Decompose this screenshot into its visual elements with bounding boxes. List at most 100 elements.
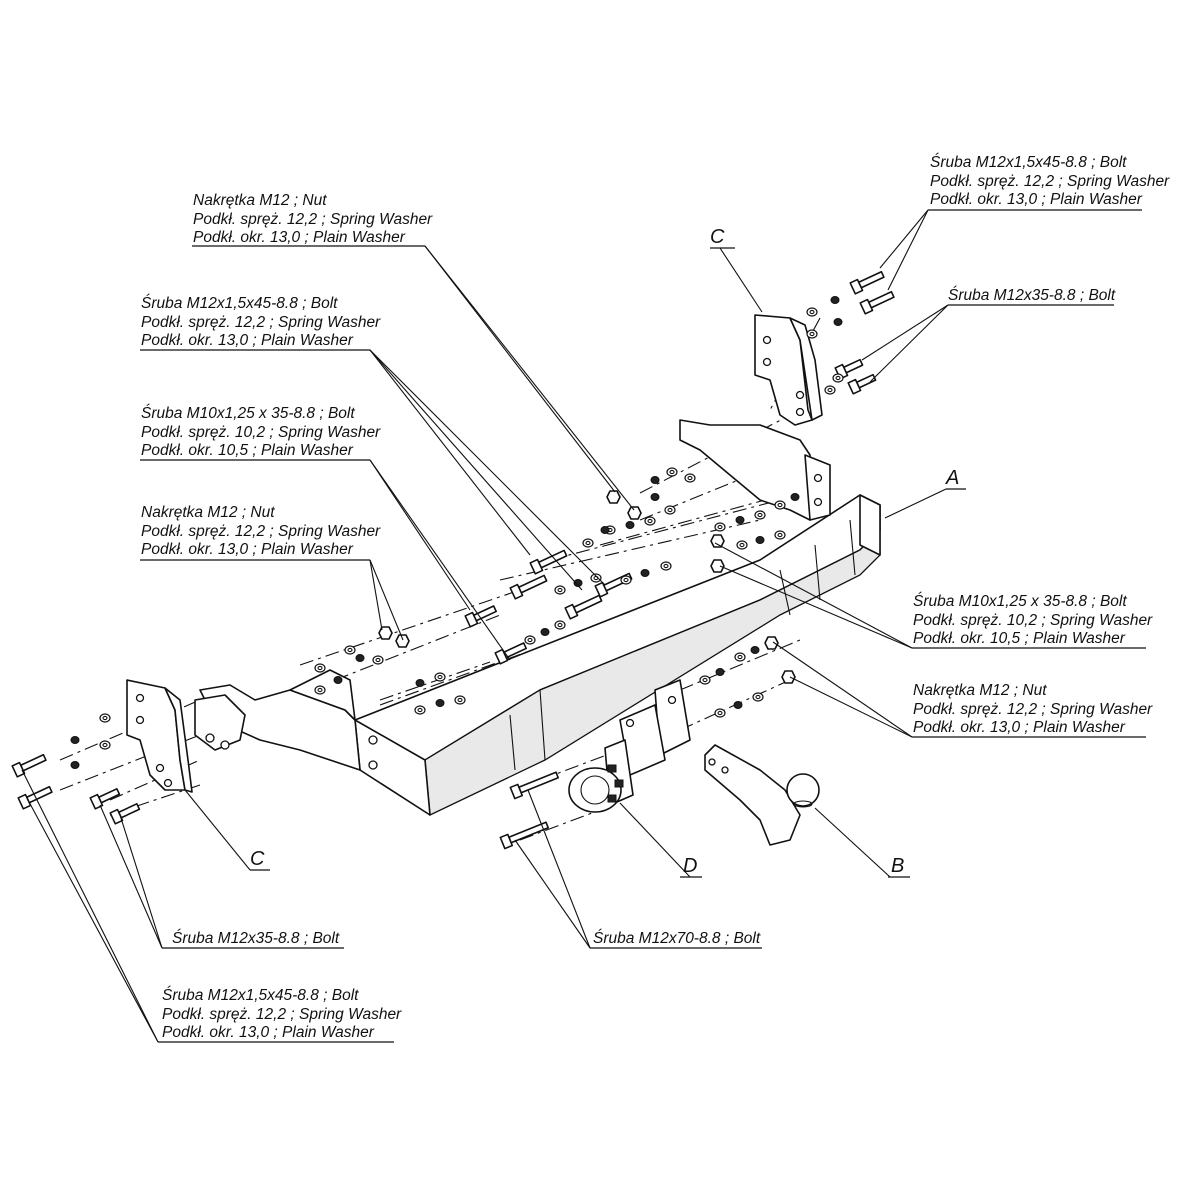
label-line: Nakrętka M12 ; Nut <box>141 504 275 521</box>
bolt-head <box>847 378 862 395</box>
nut <box>781 670 796 684</box>
label-line: Podkł. spręż. 12,2 ; Spring Washer <box>913 700 1153 718</box>
washer-hole <box>737 654 743 660</box>
plain-washer <box>554 620 566 630</box>
washer-hole <box>777 532 783 538</box>
washer-hole <box>557 622 563 628</box>
plain-washer <box>832 373 844 383</box>
leader-lines <box>21 209 1146 1043</box>
washer-hole <box>717 524 723 530</box>
spring-washer <box>640 569 650 577</box>
bolt-head <box>564 603 579 620</box>
plain-washer <box>754 510 766 520</box>
plain-washer <box>660 561 672 571</box>
label-line: Podkł. okr. 13,0 ; Plain Washer <box>913 719 1125 736</box>
label-line: Podkł. okr. 10,5 ; Plain Washer <box>913 630 1125 647</box>
washer-hole <box>437 674 443 680</box>
spring-washer <box>415 679 425 687</box>
label-top-nut: Nakrętka M12 ; Nut Podkł. spręż. 12,2 ; … <box>193 192 432 248</box>
plain-washer <box>99 740 111 750</box>
bracket-C-bottom <box>126 679 193 793</box>
plain-washer <box>714 708 726 718</box>
label-line: Nakrętka M12 ; Nut <box>193 192 327 209</box>
label-line: Podkł. okr. 13,0 ; Plain Washer <box>141 332 353 349</box>
spring-washer <box>715 668 725 676</box>
bolt-shank <box>97 788 121 804</box>
plain-washer <box>734 652 746 662</box>
plain-washer <box>736 540 748 550</box>
label-line: Śruba M12x1,5x45-8.8 ; Bolt <box>141 295 338 312</box>
bolt-shank <box>857 270 885 289</box>
letter-bracket-bottom: C <box>250 848 265 870</box>
bolt-shank <box>19 753 47 772</box>
nut <box>764 636 779 650</box>
spring-washer <box>830 296 840 304</box>
label-line: Śruba M10x1,25 x 35-8.8 ; Bolt <box>913 593 1127 610</box>
bolt-head <box>464 611 479 628</box>
label-line: Podkł. okr. 13,0 ; Plain Washer <box>141 541 353 558</box>
letter-bracket-top: C <box>710 226 725 248</box>
label-line: Podkł. spręż. 12,2 ; Spring Washer <box>141 313 381 331</box>
bolt-shank <box>572 594 603 614</box>
spring-washer <box>355 654 365 662</box>
label-line: Śruba M12x35-8.8 ; Bolt <box>172 930 340 947</box>
bolt-shank <box>517 574 548 594</box>
label-line: Podkł. okr. 10,5 ; Plain Washer <box>141 442 353 459</box>
plain-washer <box>714 522 726 532</box>
fasteners <box>11 270 895 850</box>
spring-washer <box>540 628 550 636</box>
plain-washer <box>434 672 446 682</box>
washer-hole <box>102 742 108 748</box>
bolt-head <box>11 761 26 778</box>
washer-hole <box>827 387 833 393</box>
plain-washer <box>620 575 632 585</box>
plain-washer <box>684 473 696 483</box>
bolt-shank <box>518 771 560 794</box>
washer-hole <box>669 469 675 475</box>
nut <box>710 559 725 573</box>
letter-beam: A <box>946 467 960 489</box>
plain-washer <box>414 705 426 715</box>
spring-washer <box>70 761 80 769</box>
label-line: Podkł. spręż. 12,2 ; Spring Washer <box>141 522 381 540</box>
washer-hole <box>809 331 815 337</box>
plain-washer <box>774 530 786 540</box>
bolt-head <box>499 833 514 850</box>
spring-washer <box>733 701 743 709</box>
washer-hole <box>702 677 708 683</box>
label-bottom-bolt70: Śruba M12x70-8.8 ; Bolt <box>593 930 760 949</box>
washer-hole <box>777 502 783 508</box>
letter-socket: D <box>683 855 698 877</box>
nut <box>710 534 725 548</box>
nut <box>395 634 410 648</box>
spring-washer <box>573 579 583 587</box>
washer-hole <box>687 475 693 481</box>
washer-hole <box>755 694 761 700</box>
spring-washer <box>435 699 445 707</box>
bolt-head <box>834 363 849 380</box>
plain-washer <box>699 675 711 685</box>
washer-hole <box>557 587 563 593</box>
washer-hole <box>809 309 815 315</box>
bolt-head <box>109 808 124 825</box>
label-line: Podkł. spręż. 12,2 ; Spring Washer <box>162 1005 402 1023</box>
label-line: Podkł. okr. 13,0 ; Plain Washer <box>930 191 1142 208</box>
label-left-bolt-b: Śruba M10x1,25 x 35-8.8 ; Bolt Podkł. sp… <box>141 405 380 461</box>
nut <box>378 626 393 640</box>
spring-washer <box>70 736 80 744</box>
socket-plate-D <box>568 739 634 813</box>
plain-washer <box>582 538 594 548</box>
spring-washer <box>650 476 660 484</box>
washer-hole <box>417 707 423 713</box>
washer-hole <box>527 637 533 643</box>
label-right-nut: Nakrętka M12 ; Nut Podkł. spręż. 12,2 ; … <box>913 682 1152 738</box>
spring-washer <box>755 536 765 544</box>
bolt-shank <box>842 358 864 374</box>
label-left-bolt-a: Śruba M12x1,5x45-8.8 ; Bolt Podkł. spręż… <box>141 295 380 351</box>
spring-washer <box>650 493 660 501</box>
label-line: Śruba M10x1,25 x 35-8.8 ; Bolt <box>141 405 355 422</box>
bolt-shank <box>867 290 895 309</box>
washer-hole <box>457 697 463 703</box>
label-line: Nakrętka M12 ; Nut <box>913 682 1047 699</box>
bolt-head <box>859 298 874 315</box>
